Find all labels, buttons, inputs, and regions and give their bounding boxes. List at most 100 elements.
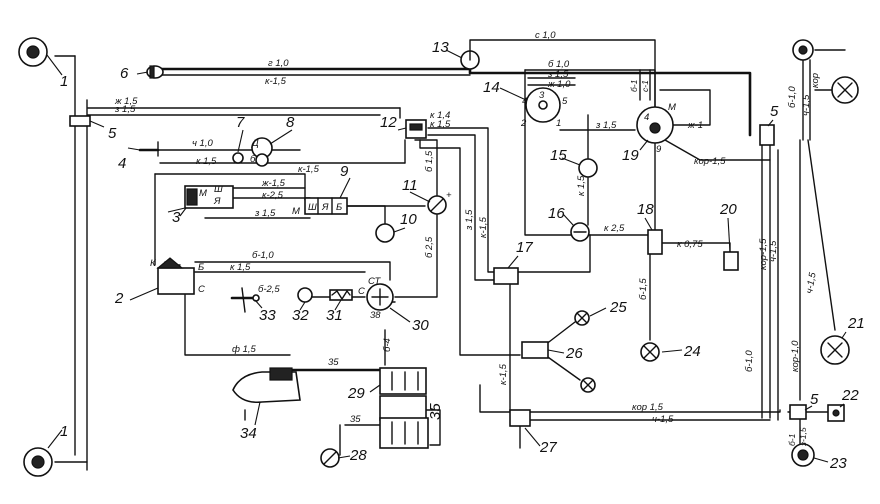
wire-label-z15-3: з 1,5	[254, 208, 276, 219]
lamp-15	[578, 158, 598, 178]
light-switch-19	[636, 106, 674, 144]
terminal-9-m: М	[292, 206, 300, 217]
motor-34	[232, 367, 301, 421]
wire-label-kor15-19: кор-1,5	[694, 156, 726, 167]
label-28: 28	[349, 447, 367, 464]
sensor-8	[251, 137, 273, 167]
label-15: 15	[550, 147, 567, 164]
label-18: 18	[637, 201, 654, 218]
wire-label-k15-27: к-1,5	[498, 363, 509, 385]
wire-label-ch15-right: ч-1,5	[768, 240, 779, 262]
wire-label-b10-14: б 1,0	[548, 59, 570, 70]
terminal-3-ya: Я	[213, 196, 221, 207]
wire-label-b1-23: б-1	[787, 433, 797, 446]
label-26: 26	[565, 345, 583, 362]
label-13: 13	[432, 39, 449, 56]
headlamp-right-bottom-23	[791, 443, 815, 467]
wire-label-b10-right: б-1,0	[744, 350, 755, 372]
label-5-right: 5	[770, 103, 779, 120]
wire-label-k15-12: к 1,5	[430, 119, 451, 130]
headlamp-right-21	[820, 335, 850, 365]
terminal-14-2: 2	[520, 118, 527, 129]
wire-label-s10-top: с 1,0	[535, 30, 556, 41]
wire-label-kor15-right: кор-1,5	[758, 238, 769, 270]
wire-label-k14-12: к 1,4	[430, 110, 450, 121]
resistor-31	[329, 289, 353, 301]
terminal-labels: К Б С М Ш Я М Ш Я Б Д б СТ С 38 4 3 5 2 …	[150, 90, 676, 321]
wire-label-s1-19: с-1	[640, 80, 650, 92]
label-6: 6	[120, 65, 129, 82]
terminal-3-sh: Ш	[214, 184, 223, 195]
relay-18	[647, 229, 663, 255]
lamp-28	[320, 448, 340, 468]
connector-17	[493, 267, 519, 285]
wire-label-k15-mid: к 1,5	[196, 156, 217, 167]
headlamp-left-bottom	[23, 429, 63, 477]
connector-26	[521, 341, 549, 359]
regulator-3	[167, 185, 234, 213]
terminal-9-ya: Я	[321, 202, 329, 213]
label-19: 19	[622, 147, 639, 164]
connector-block-right	[759, 124, 775, 146]
lamp-25-lower	[580, 377, 596, 393]
terminal-30-c: С	[358, 286, 365, 297]
wire-label-g10: г 1,0	[268, 58, 289, 69]
wire-label-b10-top-right: б-1,0	[787, 86, 798, 108]
connector-27	[509, 409, 531, 427]
generator-relay-9	[304, 197, 348, 215]
starter-30	[366, 283, 394, 311]
label-21: 21	[847, 315, 865, 332]
wire-label-ch10: ч 1,0	[192, 138, 213, 149]
label-35-right: 35	[427, 403, 444, 420]
component-numbers: 1 1 5 6 4 7 8 3 9 10 11 12 13 2 33 32 31…	[60, 39, 865, 472]
lamp-25-upper	[574, 310, 590, 326]
label-30: 30	[412, 317, 429, 334]
label-32: 32	[292, 307, 309, 324]
lamp-top-right	[792, 39, 814, 61]
starter-relay-2	[156, 257, 195, 295]
terminal-14-4: 4	[522, 96, 527, 107]
wire-label-zh1-19: ж-1	[687, 120, 703, 131]
label-31: 31	[326, 307, 343, 324]
wire-label-k15-2: к 1,5	[230, 262, 251, 273]
wire-label-b10-mid: б-1,0	[252, 250, 274, 261]
wire-label-b15-11: б 1,5	[424, 150, 435, 172]
wire-label-zh15-3: ж-1,5	[261, 178, 286, 189]
label-33: 33	[259, 307, 276, 324]
lamp-24	[640, 342, 660, 362]
wire-label-z15-14: з 1,5	[547, 69, 569, 80]
label-16: 16	[548, 205, 565, 222]
label-12: 12	[380, 114, 397, 131]
wire-label-k15-9: к-1,5	[298, 164, 320, 175]
terminal-30-38: 38	[370, 310, 381, 321]
label-34: 34	[240, 425, 257, 442]
leader-lines	[127, 49, 847, 463]
wire-label-z15-17: з 1,5	[464, 209, 475, 231]
terminal-14-1: 1	[556, 118, 561, 129]
button-20	[723, 251, 739, 271]
wire-label-b25-11: б 2,5	[424, 236, 435, 258]
label-14: 14	[483, 79, 500, 96]
wire-label-k15-top: к-1,5	[265, 76, 287, 87]
terminal-8-d: Д	[251, 138, 259, 149]
connector-block-left	[69, 115, 105, 128]
wire-label-b15-24: б-1,5	[638, 278, 649, 300]
wire-label-35-29: 35	[328, 357, 339, 368]
switch-4	[138, 141, 160, 157]
terminal-14-3: 3	[539, 90, 545, 101]
label-27: 27	[539, 439, 557, 456]
label-4: 4	[118, 155, 126, 172]
label-5-left: 5	[108, 125, 117, 142]
label-24: 24	[683, 343, 701, 360]
fuse-7	[232, 152, 244, 164]
wire-label-kor10-right: кор-1,0	[790, 340, 801, 372]
battery-28-cells	[379, 417, 429, 449]
horn-13	[460, 50, 480, 70]
wire-label-f15: ф 1,5	[232, 344, 256, 355]
ammeter-11	[427, 195, 447, 215]
label-17: 17	[516, 239, 533, 256]
label-5-bottom: 5	[810, 391, 819, 408]
terminal-30-ct: СТ	[368, 276, 382, 287]
lamp-22	[827, 404, 845, 422]
